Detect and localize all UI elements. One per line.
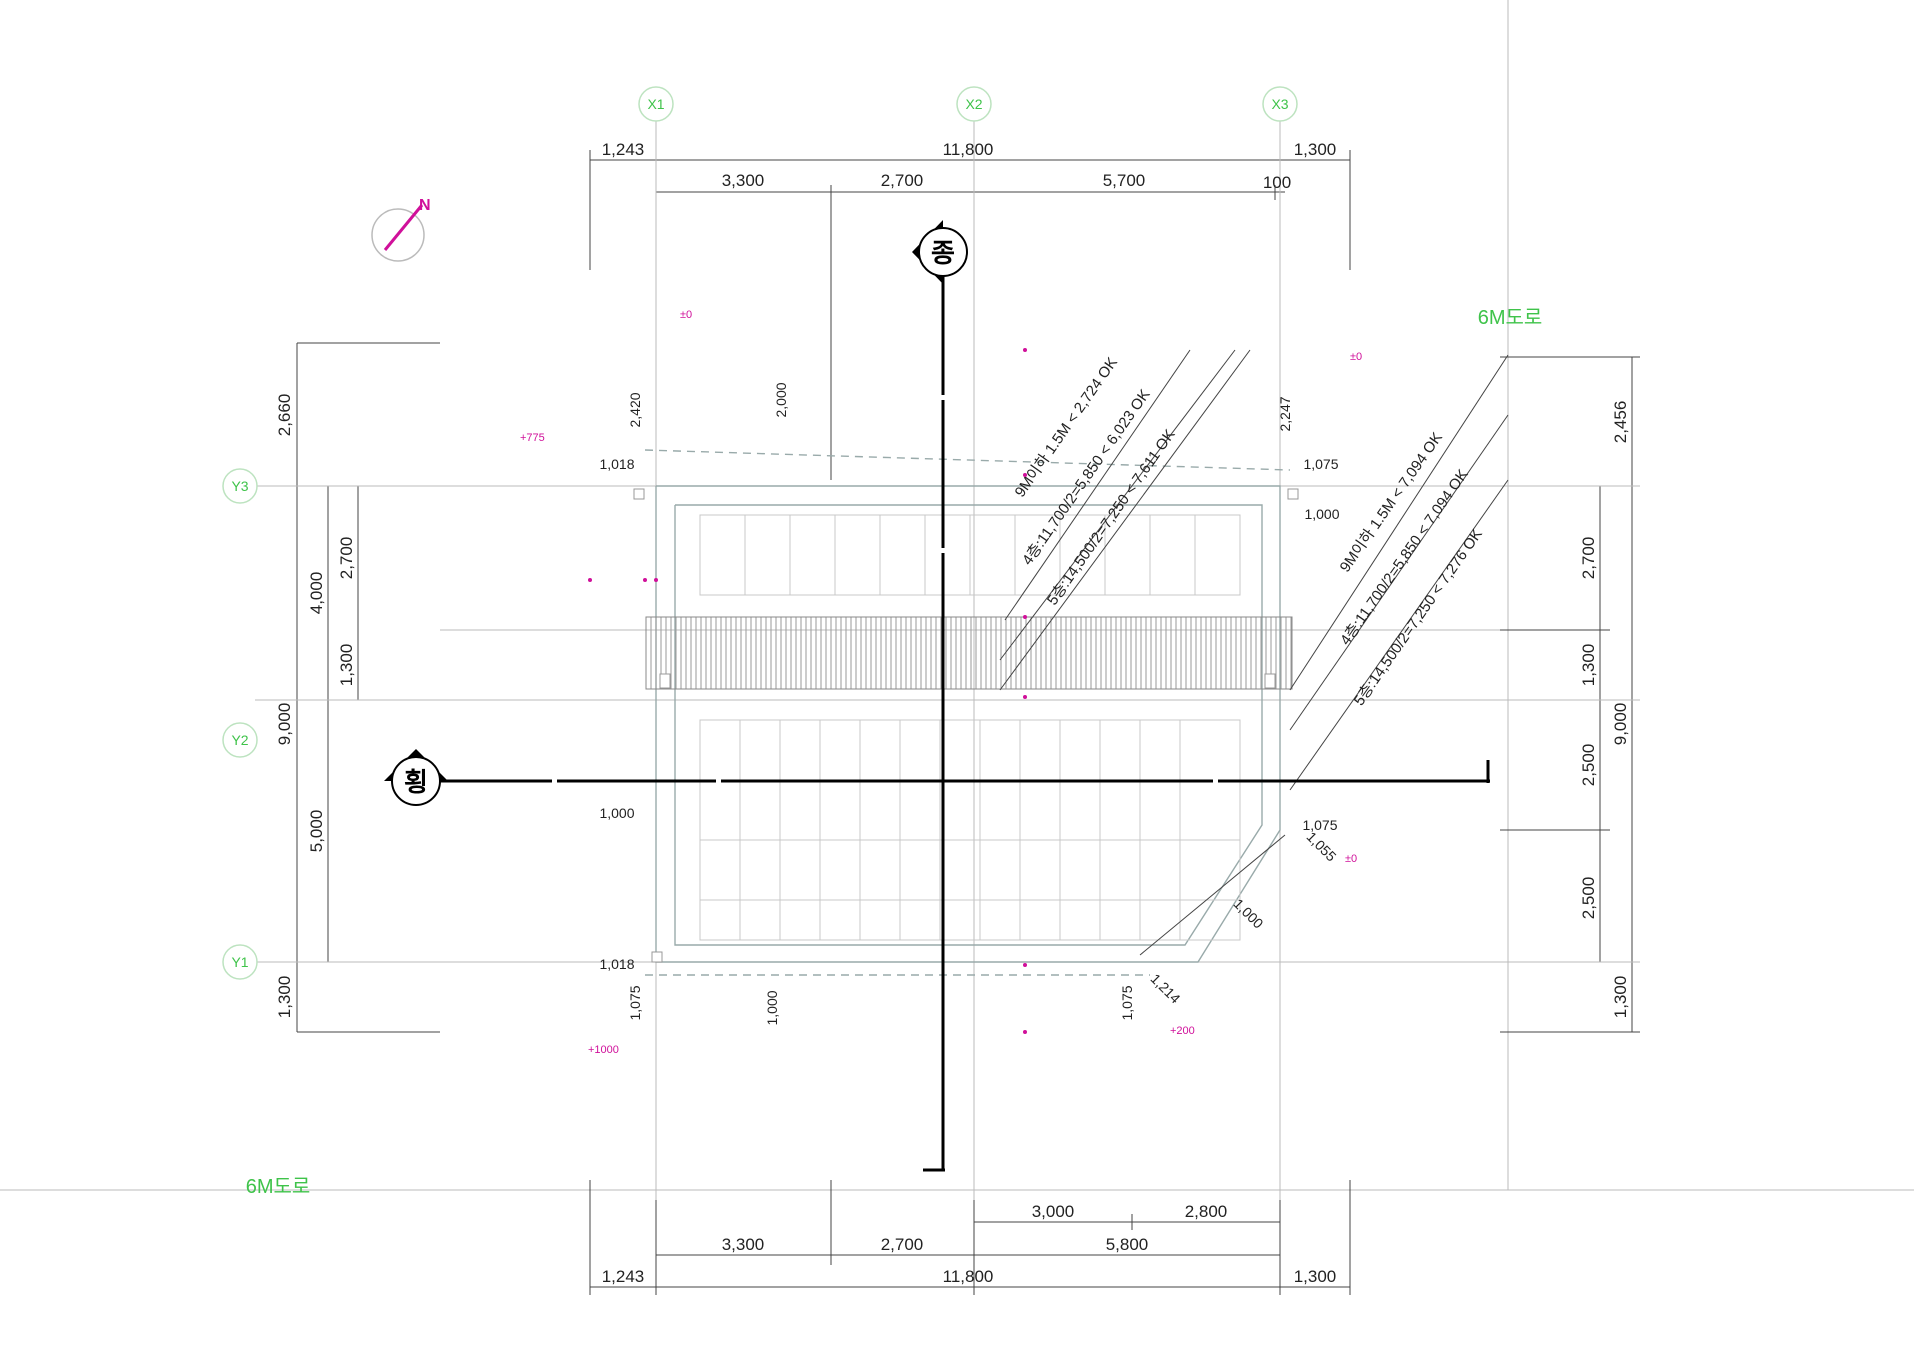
svg-text:N: N — [419, 197, 431, 214]
dim-left-innermost-1: 2,700 — [337, 537, 356, 580]
dim-left-inner-1: 4,000 — [307, 572, 326, 615]
dim-right-inner-1: 2,700 — [1579, 537, 1598, 580]
hatched-strip — [645, 616, 1293, 690]
dim-1075-top: 1,075 — [1303, 456, 1338, 472]
dim-right-2: 9,000 — [1611, 703, 1630, 746]
section-marker-vertical-label: 종 — [931, 238, 955, 268]
dimension-lines — [290, 150, 1640, 1295]
dim-top-row2-4: 100 — [1263, 173, 1291, 192]
dim-top-3: 1,300 — [1294, 140, 1337, 159]
height-check-right-1: 9M이하 1.5M < 7,094 OK — [1337, 429, 1446, 575]
dim-left-innermost-2: 1,300 — [337, 644, 356, 687]
height-checks-right: 9M이하 1.5M < 7,094 OK 4층:11,700/2=5,850 <… — [1337, 429, 1486, 709]
dim-1018-bottom: 1,018 — [599, 956, 634, 972]
dim-1000-bottom: 1,000 — [764, 990, 780, 1025]
grid-bubble-x1: X1 — [647, 96, 664, 112]
elevation-mark-3: +775 — [520, 432, 545, 444]
dim-2247: 2,247 — [1277, 396, 1293, 431]
dim-top-1: 1,243 — [602, 140, 645, 159]
dim-2000: 2,000 — [773, 382, 789, 417]
grid-bubbles: X1 X2 X3 Y1 Y2 Y3 — [222, 86, 1298, 980]
dim-2420: 2,420 — [627, 392, 643, 427]
dim-bottom-row2-3: 5,800 — [1106, 1235, 1149, 1254]
dims-right: 2,456 9,000 1,300 2,700 1,300 2,500 2,50… — [1579, 401, 1630, 1019]
grid-bubble-x3: X3 — [1271, 96, 1288, 112]
local-dims: 2,420 2,000 2,247 1,018 1,075 1,000 1,00… — [599, 382, 1339, 1025]
dim-top-2: 11,800 — [943, 140, 994, 159]
dim-bottom-row2-2: 2,700 — [881, 1235, 924, 1254]
leader-dots — [588, 348, 1027, 1034]
dim-top-row2-2: 2,700 — [881, 171, 924, 190]
dim-bottom-row3-3: 1,300 — [1294, 1267, 1337, 1286]
dim-bottom-row3-2: 11,800 — [943, 1267, 994, 1286]
grid-bubble-y2: Y2 — [231, 732, 248, 748]
grid-bubble-x2: X2 — [965, 96, 982, 112]
section-line-gaps — [552, 395, 1218, 784]
elevation-mark-4: ±0 — [1345, 853, 1357, 865]
dim-top-row2-3: 5,700 — [1103, 171, 1146, 190]
north-arrow-icon: N — [371, 197, 431, 262]
height-check-lines — [999, 349, 1509, 956]
dim-1055: 1,055 — [1303, 828, 1339, 864]
dim-bottom-row1-1: 3,000 — [1032, 1202, 1075, 1221]
dim-1000-right: 1,000 — [1304, 506, 1339, 522]
dim-1075-bottom-left: 1,075 — [627, 985, 643, 1020]
section-marker-vertical: 종 — [912, 220, 968, 284]
elevation-mark-5: +1000 — [588, 1044, 619, 1056]
parking-grid — [699, 514, 1241, 941]
elevation-mark-1: ±0 — [680, 309, 692, 321]
section-lines — [440, 270, 1490, 1172]
column-markers — [633, 488, 1299, 963]
dim-top-row2-1: 3,300 — [722, 171, 765, 190]
dim-left-3: 1,300 — [275, 976, 294, 1019]
road-label-bottom: 6M도로 — [246, 1176, 311, 1198]
dims-left: 2,660 9,000 1,300 4,000 5,000 2,700 1,30… — [275, 394, 356, 1019]
grid-bubble-y3: Y3 — [231, 478, 248, 494]
dim-1000-diag: 1,000 — [1230, 895, 1266, 931]
height-check-left-1: 9M이하 1.5M < 2,724 OK — [1012, 354, 1121, 500]
dim-right-inner-2: 1,300 — [1579, 644, 1598, 687]
road-label-right: 6M도로 — [1478, 307, 1543, 329]
dim-1214: 1,214 — [1147, 970, 1183, 1006]
dim-right-3: 1,300 — [1611, 976, 1630, 1019]
dim-bottom-row2-1: 3,300 — [722, 1235, 765, 1254]
dim-left-inner-2: 5,000 — [307, 810, 326, 853]
dims-bottom: 3,000 2,800 3,300 2,700 5,800 1,243 11,8… — [602, 1202, 1337, 1286]
building-outline — [644, 449, 1291, 976]
elevation-marks: ±0 ±0 +775 ±0 +1000 +200 — [520, 309, 1362, 1056]
dim-right-inner-4: 2,500 — [1579, 877, 1598, 920]
dim-right-1: 2,456 — [1611, 401, 1630, 444]
section-marker-horizontal-label: 횡 — [404, 767, 428, 797]
section-marker-horizontal: 횡 — [384, 749, 448, 806]
dim-1075-bottom-right: 1,075 — [1119, 985, 1135, 1020]
dim-1018-top: 1,018 — [599, 456, 634, 472]
elevation-mark-2: ±0 — [1350, 351, 1362, 363]
dim-1075-mid: 1,075 — [1302, 817, 1337, 833]
dim-bottom-row1-2: 2,800 — [1185, 1202, 1228, 1221]
road-boundaries — [0, 0, 1914, 1191]
elevation-mark-6: +200 — [1170, 1025, 1195, 1037]
dims-top: 1,243 11,800 1,300 3,300 2,700 5,700 100 — [602, 140, 1337, 192]
dim-bottom-row3-1: 1,243 — [602, 1267, 645, 1286]
grid-bubble-y1: Y1 — [231, 954, 248, 970]
dim-left-2: 9,000 — [275, 703, 294, 746]
dim-left-1: 2,660 — [275, 394, 294, 437]
dim-right-inner-3: 2,500 — [1579, 744, 1598, 787]
dim-1000-left: 1,000 — [599, 805, 634, 821]
